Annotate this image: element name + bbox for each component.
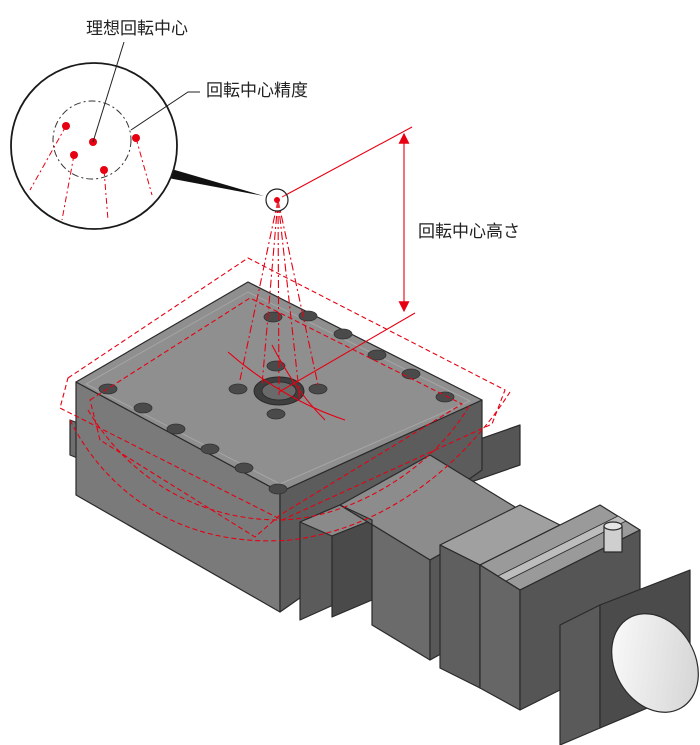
label-center-height: 回転中心高さ [418, 222, 520, 242]
cone-line [277, 199, 301, 401]
leader-accuracy [130, 91, 200, 131]
measure-point [70, 151, 78, 159]
label-center-accuracy: 回転中心精度 [206, 81, 308, 101]
hole [234, 462, 254, 474]
height-ref-top [281, 126, 413, 198]
inset-circle [10, 62, 178, 230]
hole [200, 443, 220, 455]
accuracy-circle [52, 100, 132, 180]
measure-point [62, 122, 70, 130]
hole [435, 391, 455, 403]
hole [263, 311, 283, 323]
endcap-left [559, 604, 601, 745]
wobble-envelope-arc-2 [87, 403, 471, 521]
hole [268, 483, 288, 495]
gearbox-left [339, 504, 431, 661]
hole [367, 349, 387, 361]
hole [401, 368, 421, 380]
cone-line [261, 199, 279, 386]
rotation-axis [277, 199, 280, 396]
connector-cap [603, 521, 623, 531]
magnifier-inset [10, 41, 200, 230]
hole [266, 408, 286, 420]
height-ref-bottom [278, 312, 416, 393]
label-ideal-center: 理想回転中心 [86, 19, 188, 39]
motor-assembly [299, 454, 691, 745]
wobble-envelope-arc [69, 391, 511, 542]
wobble-envelope-2 [89, 297, 464, 538]
hole [266, 360, 286, 372]
measure-point [100, 166, 108, 174]
wobble-envelope-1 [59, 257, 506, 521]
hole [166, 423, 186, 435]
motor-left [479, 564, 521, 711]
hole [308, 383, 328, 395]
hole [333, 328, 353, 340]
adapter-left [439, 544, 481, 689]
ideal-center-dot [274, 197, 280, 203]
hole [228, 383, 248, 395]
trace-arc-2 [271, 344, 326, 421]
inset-trace [61, 154, 75, 221]
hole [133, 402, 153, 414]
inset-trace [29, 125, 67, 191]
hole [298, 310, 318, 322]
leader-ideal-center [92, 41, 125, 143]
cone-line [239, 199, 279, 381]
inset-trace [135, 137, 153, 196]
callout-pointer [168, 168, 264, 196]
hole [98, 383, 118, 395]
mounting-holes [98, 310, 455, 495]
knob [611, 613, 699, 713]
measure-point [132, 134, 140, 142]
annotation-lines [59, 126, 511, 542]
coupling-front [331, 519, 373, 618]
motor-band [497, 515, 627, 582]
